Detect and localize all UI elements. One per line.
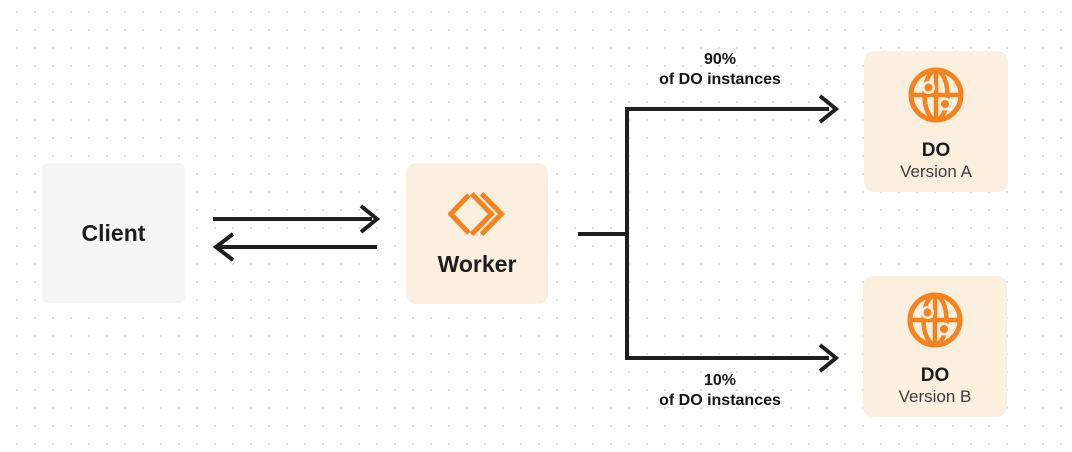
edge-label-top-percent: 90% — [703, 51, 737, 68]
branch-split-line — [625, 107, 829, 360]
do-a-subtitle: Version A — [900, 161, 972, 181]
arrow-client-to-worker-head-icon — [359, 204, 381, 234]
globe-icon — [907, 66, 965, 124]
arrow-to-do-b-head-icon — [818, 343, 840, 373]
worker-label: Worker — [437, 251, 517, 277]
edge-label-top-caption: of DO instances — [659, 71, 781, 88]
client-label: Client — [81, 219, 146, 246]
do-version-b-node: DO Version B — [863, 276, 1007, 417]
do-a-title: DO — [921, 139, 951, 161]
worker-node: Worker — [406, 163, 548, 304]
workers-icon — [448, 189, 506, 239]
do-b-title: DO — [920, 364, 950, 386]
do-b-subtitle: Version B — [898, 386, 972, 406]
globe-icon — [906, 291, 964, 349]
edge-label-bottom-percent: 10% — [703, 372, 737, 389]
edge-label-top: 90% of DO instances — [620, 50, 820, 90]
edge-label-bottom-caption: of DO instances — [659, 392, 781, 409]
client-node: Client — [42, 163, 185, 303]
do-version-a-node: DO Version A — [864, 51, 1008, 192]
edge-label-bottom: 10% of DO instances — [620, 371, 820, 411]
arrow-worker-to-client-head-icon — [212, 232, 235, 262]
arrow-to-do-a-head-icon — [818, 94, 840, 124]
